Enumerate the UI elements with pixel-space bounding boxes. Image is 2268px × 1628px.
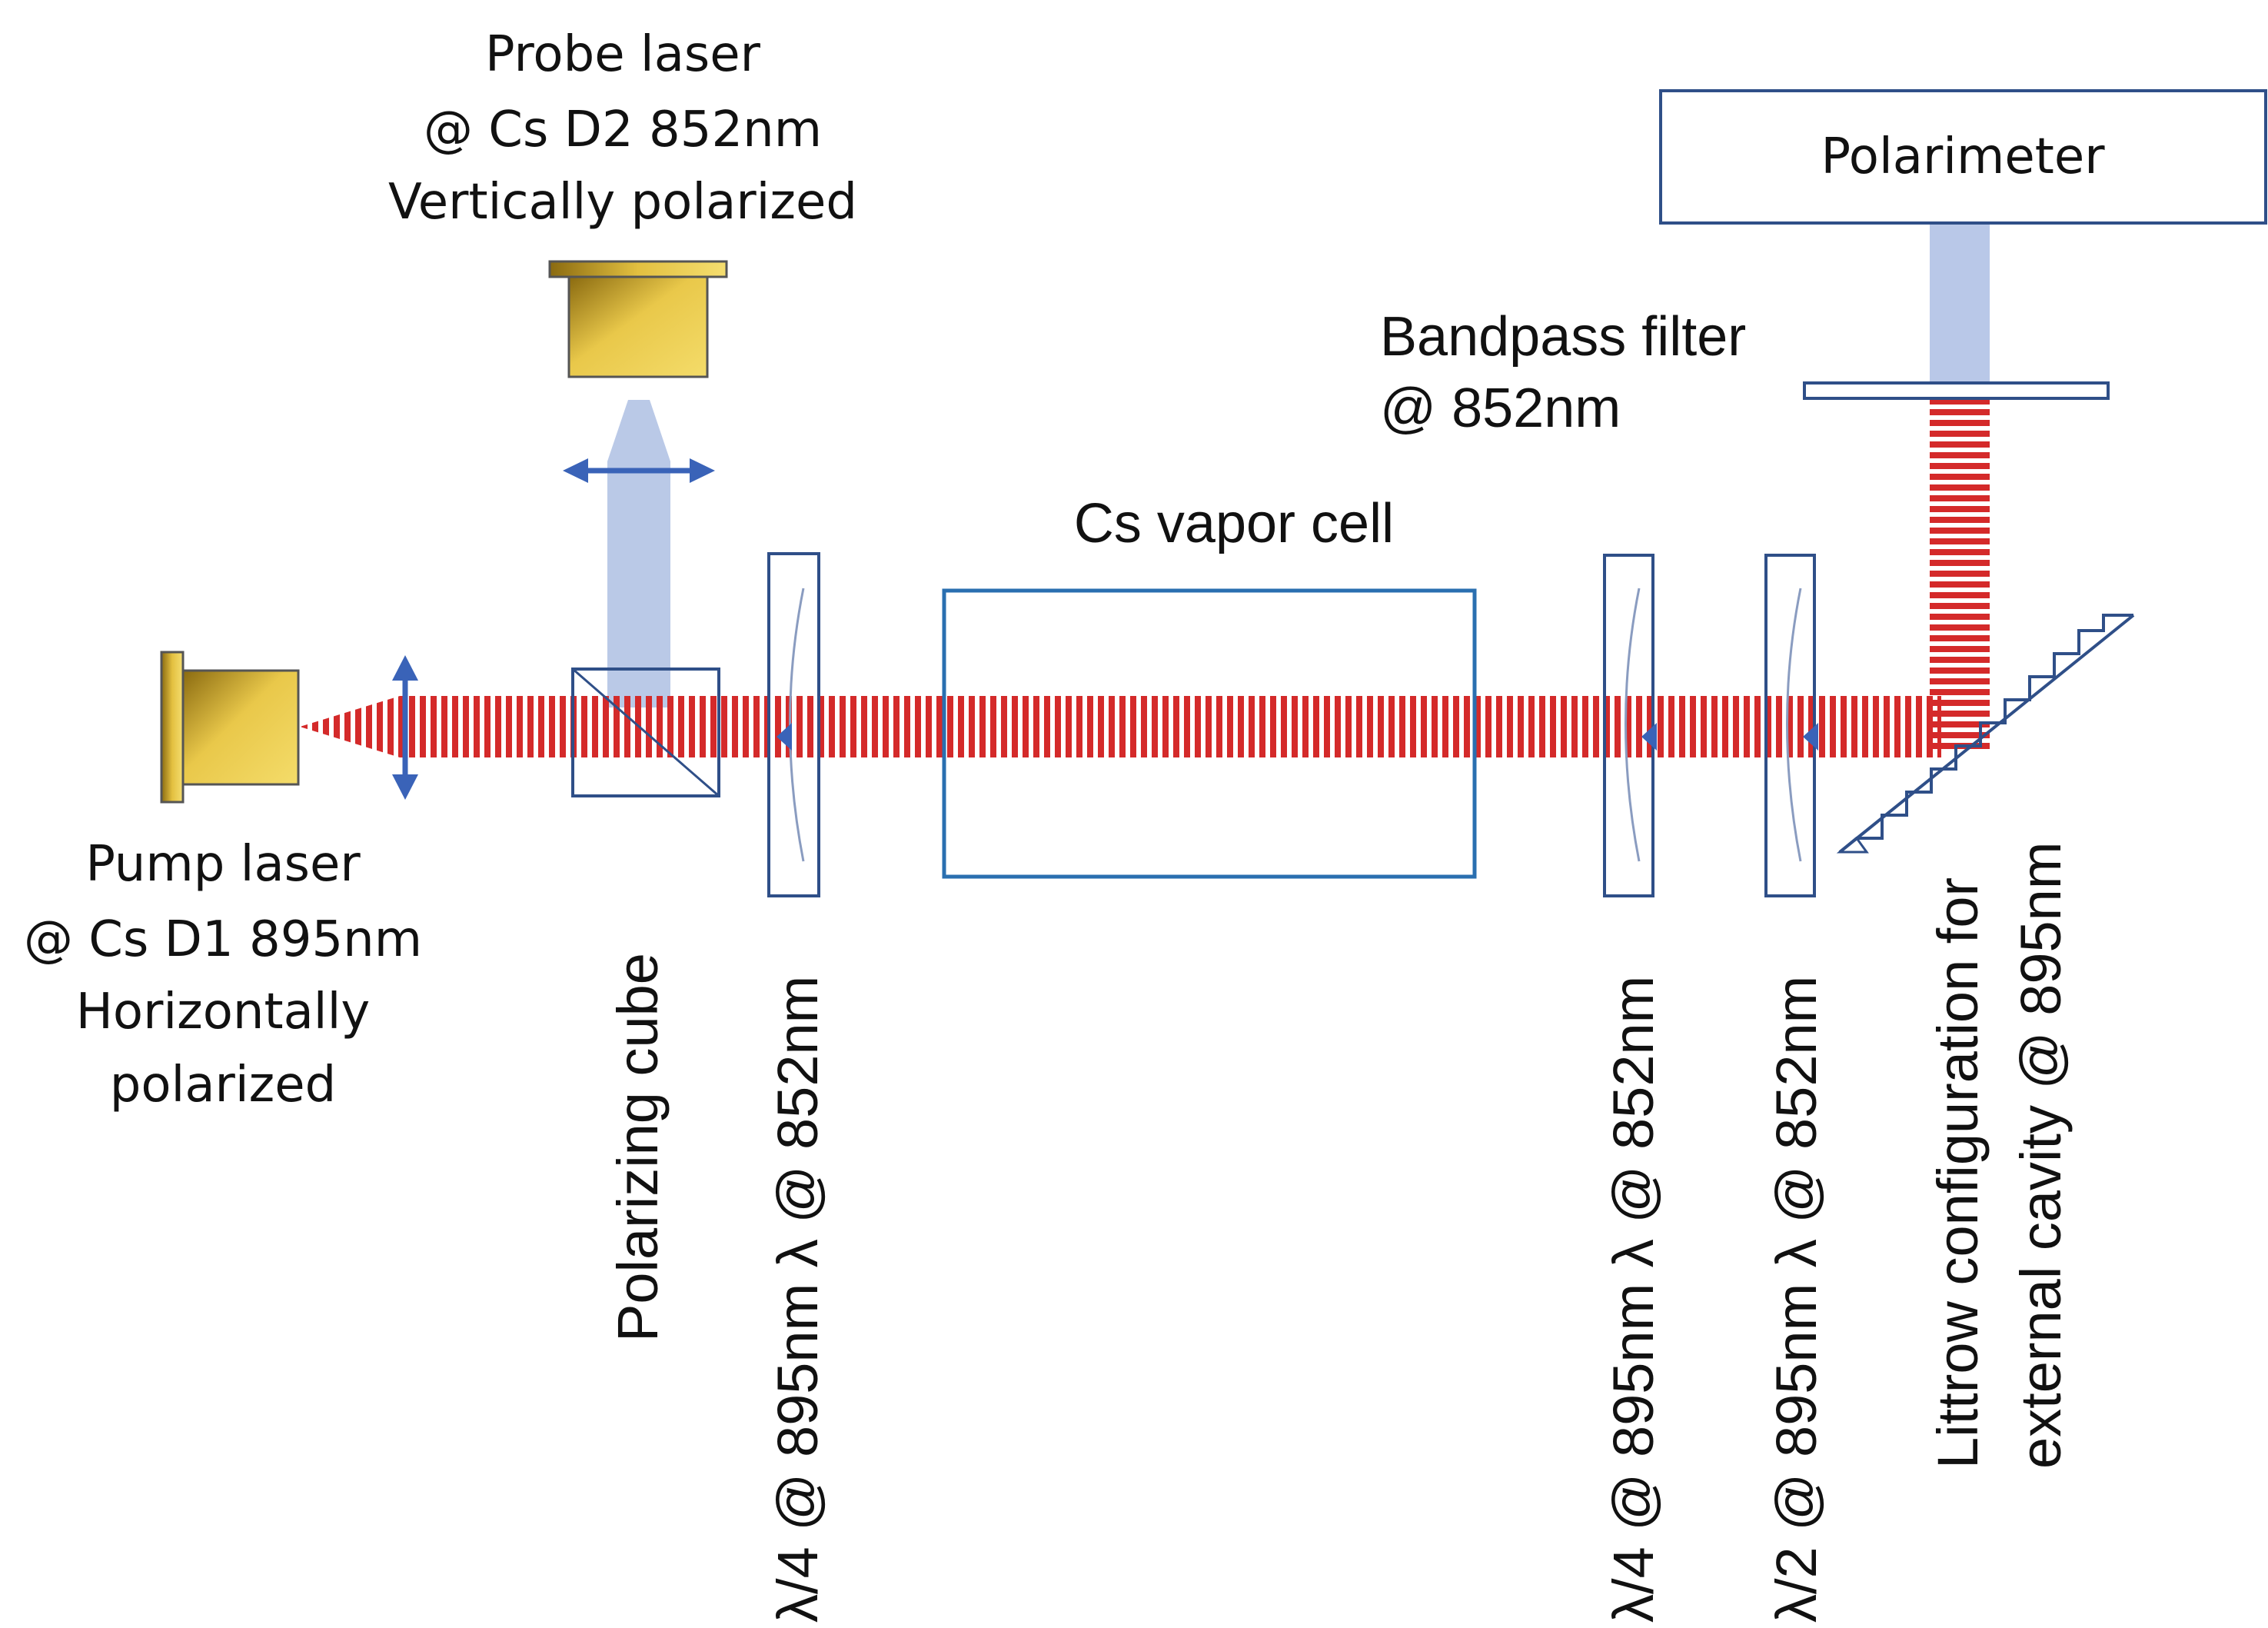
probe-laser-label-line-2: @ Cs D2 852nm (424, 102, 822, 158)
pump-polarization-arrow (392, 655, 418, 800)
polarimeter-box (1659, 89, 2267, 225)
bandpass-filter-label-line-1: Bandpass filter (1380, 306, 1746, 368)
waveplate-1-label: λ/4 @ 895nm λ @ 852nm (766, 976, 830, 1623)
bandpass-filter (1803, 381, 2110, 400)
pump-laser-label-line-3: Horizontally (76, 984, 370, 1040)
probe-laser-label-line-1: Probe laser (485, 26, 761, 83)
pump-laser-label-line-1: Pump laser (85, 836, 361, 893)
probe-laser (548, 260, 728, 378)
vapor-cell-label: Cs vapor cell (1074, 493, 1394, 554)
littrow-label-line-1: Littrow configuration for (1926, 877, 1990, 1469)
waveplate-1 (767, 552, 820, 897)
probe-beam (607, 400, 670, 707)
pump-laser-label-line-2: @ Cs D1 895nm (24, 911, 422, 968)
pump-laser-label: Pump laser @ Cs D1 895nm Horizontally po… (24, 836, 422, 1114)
pump-laser-label-line-4: polarized (110, 1057, 336, 1114)
probe-polarization-arrow (563, 458, 715, 483)
polarizing-cube (571, 668, 720, 797)
probe-laser-label: Probe laser @ Cs D2 852nm Vertically pol… (388, 26, 857, 231)
polarimeter-beam (1930, 223, 1990, 388)
littrow-grating (1836, 614, 2135, 854)
pump-beam (300, 400, 1990, 757)
littrow-label-line-2: external cavity @ 895nm (2009, 842, 2073, 1469)
waveplate-2 (1603, 554, 1657, 897)
pump-laser (160, 651, 300, 804)
probe-laser-label-line-3: Vertically polarized (388, 174, 857, 231)
waveplate-3-label: λ/2 @ 895nm λ @ 852nm (1764, 976, 1828, 1623)
waveplate-3 (1764, 554, 1818, 897)
bandpass-filter-label-line-2: @ 852nm (1380, 378, 1621, 439)
cs-vapor-cell (942, 588, 1477, 879)
waveplate-2-label: λ/4 @ 895nm λ @ 852nm (1601, 976, 1665, 1623)
polarimeter-label: Polarimeter (1821, 128, 2105, 185)
bandpass-filter-label: Bandpass filter @ 852nm (1380, 306, 1746, 439)
polarizing-cube-label: Polarizing cube (606, 953, 670, 1342)
